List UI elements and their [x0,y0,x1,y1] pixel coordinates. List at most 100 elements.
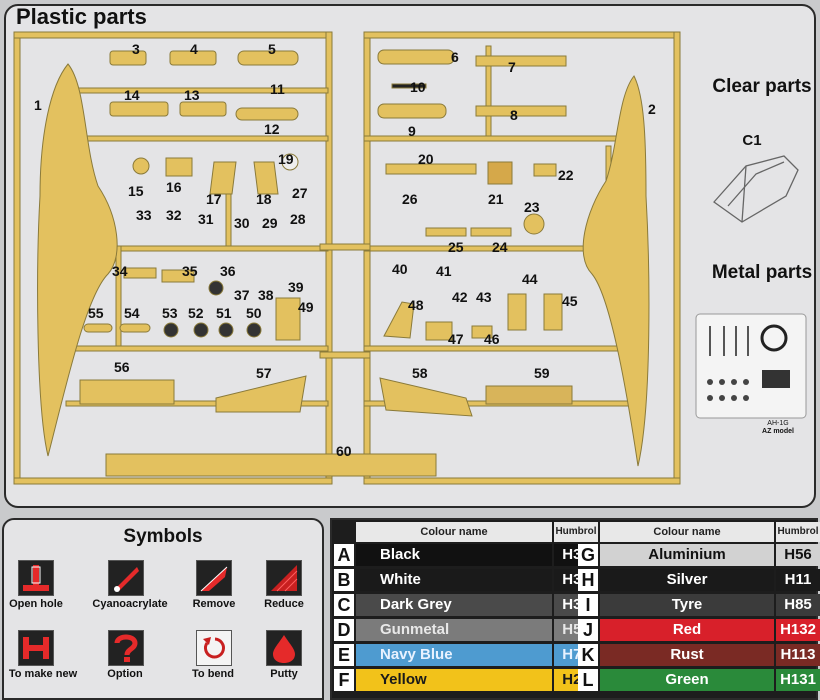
colour-letter: I [578,594,598,616]
humbrol-code: H11 [776,569,820,591]
colour-name: Dark Grey [356,594,552,616]
plastic-parts-panel: Plastic parts [4,4,816,508]
colour-name: Green [600,669,774,691]
colour-letter: E [334,644,354,666]
colour-name: Silver [600,569,774,591]
part-label-6: 6 [451,49,459,65]
part-label-40: 40 [392,261,408,277]
colour-name: Rust [600,644,774,666]
symbols-panel: Symbols Open hole Cyanoacrylate Remove R… [2,518,324,700]
colour-letter: H [578,569,598,591]
colour-name: Red [600,619,774,641]
part-label-55: 55 [88,305,104,321]
part-label-20: 20 [418,151,434,167]
plastic-part-shapes [37,49,650,477]
part-label-46: 46 [484,331,500,347]
part-label-5: 5 [268,41,276,57]
bend-icon [196,630,232,666]
colour-name-header-left: Colour name [356,522,552,542]
part-label-27: 27 [292,185,308,201]
part-label-26: 26 [402,191,418,207]
cyanoacrylate-icon [108,560,144,596]
part-label-41: 41 [436,263,452,279]
part-label-11: 11 [270,81,285,97]
part-label-42: 42 [452,289,468,305]
humbrol-code: H132 [776,619,820,641]
part-label-23: 23 [524,199,540,215]
putty-label: Putty [270,668,298,680]
part-label-56: 56 [114,359,130,375]
part-label-38: 38 [258,287,274,303]
part-label-16: 16 [166,179,182,195]
humbrol-code: H113 [776,644,820,666]
part-label-48: 48 [408,297,424,313]
metal-kit-label: AH-1G [767,420,789,427]
sprue-drawing: 1 2 3 4 5 6 7 8 9 10 11 12 13 14 15 16 1… [13,31,807,485]
colour-name: Yellow [356,669,552,691]
part-label-57: 57 [256,365,272,381]
metal-parts-sheet [695,313,807,419]
metal-parts-title: Metal parts [711,262,813,283]
part-label-22: 22 [558,167,574,183]
part-label-18: 18 [256,191,272,207]
colour-letter: A [334,544,354,566]
part-label-54: 54 [124,305,140,321]
metal-brand-label: AZ model [762,428,794,435]
colour-letter: F [334,669,354,691]
part-label-9: 9 [408,123,416,139]
colour-letter: D [334,619,354,641]
part-label-1: 1 [34,97,42,113]
part-label-29: 29 [262,215,278,231]
symbols-title: Symbols [123,526,203,547]
part-label-7: 7 [508,59,516,75]
part-label-59: 59 [534,365,550,381]
humbrol-code: H85 [776,594,820,616]
part-label-36: 36 [220,263,236,279]
part-label-21: 21 [488,191,504,207]
part-label-43: 43 [476,289,492,305]
part-label-58: 58 [412,365,428,381]
sprue-frame [13,31,681,485]
colour-name: Navy Blue [356,644,552,666]
fuselage-left-half [37,63,118,457]
reduce-label: Reduce [264,598,304,610]
colour-letter: B [334,569,354,591]
colour-name: White [356,569,552,591]
bend-label: To bend [192,668,234,680]
remove-icon [196,560,232,596]
part-label-28: 28 [290,211,306,227]
part-label-2: 2 [648,101,656,117]
part-label-31: 31 [198,211,214,227]
make-new-label: To make new [8,668,78,680]
open-hole-label: Open hole [9,598,63,610]
part-label-53: 53 [162,305,178,321]
part-label-30: 30 [234,215,250,231]
humbrol-header-left: Humbrol [554,522,598,542]
clear-part-c1-label: C1 [742,132,762,149]
reduce-icon [266,560,302,596]
humbrol-header-right: Humbrol [776,522,820,542]
open-hole-icon [18,560,54,596]
part-label-35: 35 [182,263,198,279]
part-label-60: 60 [336,443,352,459]
cyanoacrylate-label: Cyanoacrylate [92,598,168,610]
colour-name: Gunmetal [356,619,552,641]
colour-letter: G [578,544,598,566]
colour-name: Tyre [600,594,774,616]
remove-label: Remove [192,598,236,610]
part-label-13: 13 [184,87,200,103]
part-label-39: 39 [288,279,304,295]
part-label-25: 25 [448,239,464,255]
part-label-45: 45 [562,293,578,309]
part-label-34: 34 [112,263,128,279]
part-label-32: 32 [166,207,182,223]
part-label-12: 12 [264,121,280,137]
part-label-37: 37 [234,287,250,303]
part-label-8: 8 [510,107,518,123]
part-label-4: 4 [190,41,198,57]
colour-letter: K [578,644,598,666]
